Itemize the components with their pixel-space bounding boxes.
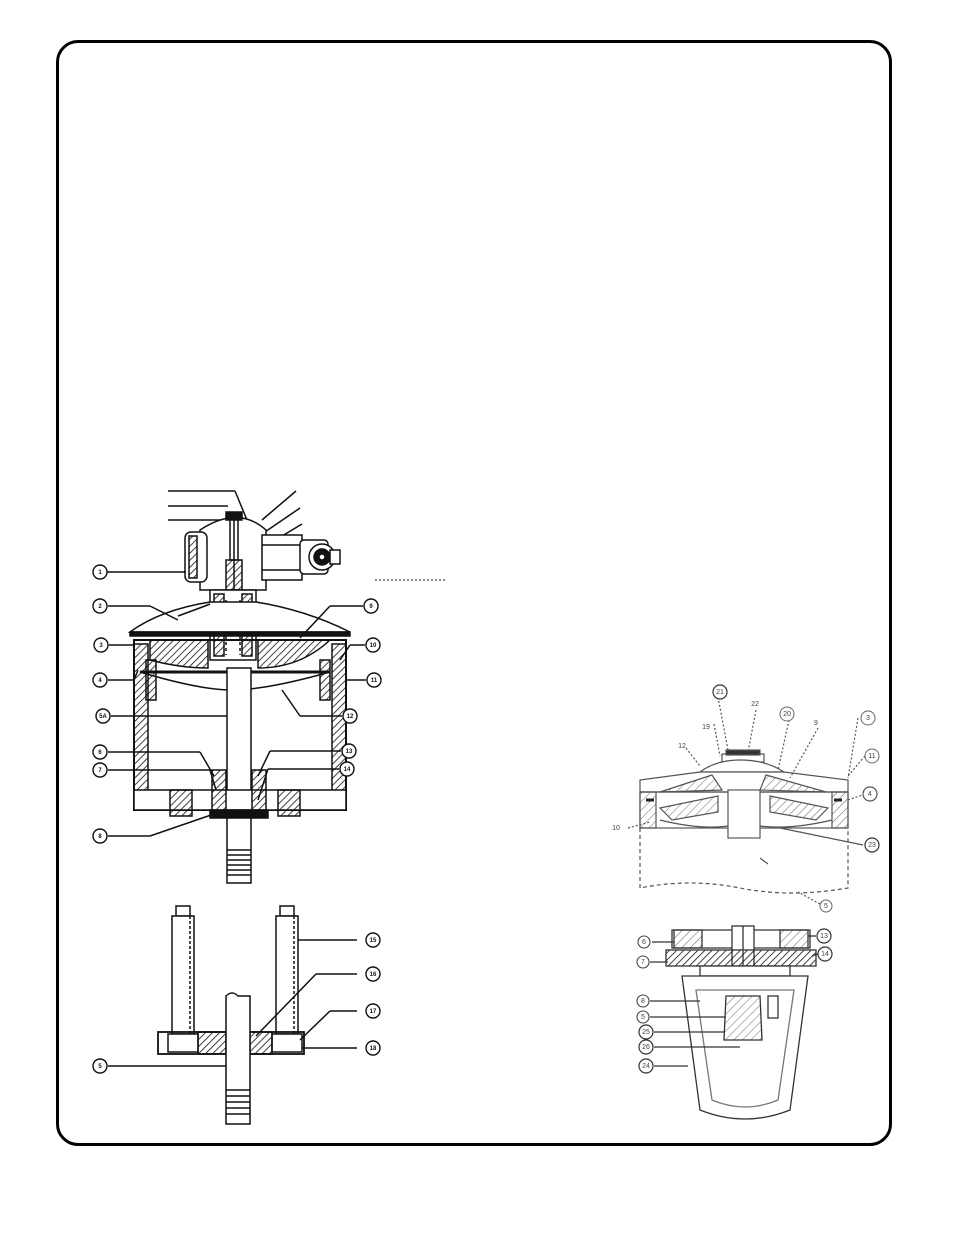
callout-18: 18 bbox=[366, 1041, 380, 1055]
callout-16: 16 bbox=[366, 967, 380, 981]
callout-5-right-label: 5 bbox=[824, 903, 828, 910]
callout-23: 23 bbox=[865, 838, 879, 852]
callout-7: 7 bbox=[93, 763, 107, 777]
callout-3-right-label: 3 bbox=[866, 715, 870, 722]
diaphragm-head-drawing bbox=[628, 697, 865, 904]
callout-5-lower: 5 bbox=[93, 1059, 107, 1073]
callout-6: 6 bbox=[93, 745, 107, 759]
callout-5a-label: 5A bbox=[99, 714, 107, 720]
callout-10-right-label: 10 bbox=[612, 825, 620, 832]
callout-13-right: 13 bbox=[817, 929, 831, 943]
callout-6-right-label: 6 bbox=[642, 939, 646, 946]
callout-22-label: 22 bbox=[751, 701, 759, 708]
callout-13-label: 13 bbox=[346, 749, 353, 755]
callout-10-right: 10 bbox=[612, 825, 620, 832]
callout-5-right-lower-label: 5 bbox=[641, 1014, 645, 1021]
callout-9: 9 bbox=[364, 599, 378, 613]
yoke-mounting-drawing bbox=[108, 906, 357, 1124]
callout-10-label: 10 bbox=[370, 643, 377, 649]
callout-11: 11 bbox=[367, 673, 381, 687]
callout-26: 26 bbox=[639, 1040, 653, 1054]
callout-21: 21 bbox=[713, 685, 727, 699]
callout-18-label: 18 bbox=[370, 1046, 377, 1052]
callout-14-right: 14 bbox=[818, 947, 832, 961]
callout-5a: 5A bbox=[96, 709, 110, 723]
actuator-section-drawing bbox=[107, 491, 445, 883]
callout-12: 12 bbox=[343, 709, 357, 723]
callout-17: 17 bbox=[366, 1004, 380, 1018]
callout-4-right-label: 4 bbox=[868, 791, 872, 798]
callout-22: 22 bbox=[751, 701, 759, 708]
callout-8-right-label: 8 bbox=[641, 998, 645, 1005]
callout-8: 8 bbox=[93, 829, 107, 843]
callout-9-right: 9 bbox=[814, 720, 818, 727]
callout-21-label: 21 bbox=[716, 689, 724, 696]
callout-11-label: 11 bbox=[371, 678, 378, 684]
callout-24: 24 bbox=[639, 1059, 653, 1073]
callout-10: 10 bbox=[366, 638, 380, 652]
callout-4-right: 4 bbox=[863, 787, 877, 801]
callout-19-label: 19 bbox=[702, 724, 710, 731]
callout-5-right: 5 bbox=[820, 900, 832, 912]
callout-15: 15 bbox=[366, 933, 380, 947]
callout-13-right-label: 13 bbox=[820, 933, 828, 940]
callout-4: 4 bbox=[93, 673, 107, 687]
callout-12-right: 12 bbox=[678, 743, 686, 750]
callout-20: 20 bbox=[780, 707, 794, 721]
callout-25: 25 bbox=[639, 1025, 653, 1039]
callout-24-label: 24 bbox=[642, 1063, 650, 1070]
callout-17-label: 17 bbox=[370, 1009, 377, 1015]
callout-11-right: 11 bbox=[865, 749, 879, 763]
callout-23-label: 23 bbox=[868, 842, 876, 849]
callout-3-right: 3 bbox=[861, 711, 875, 725]
callout-11-right-label: 11 bbox=[868, 753, 875, 760]
callout-25-label: 25 bbox=[642, 1029, 650, 1036]
callout-1: 1 bbox=[93, 565, 107, 579]
callout-9-right-label: 9 bbox=[814, 720, 818, 727]
callout-20-label: 20 bbox=[783, 711, 791, 718]
callout-14: 14 bbox=[340, 762, 354, 776]
callout-16-label: 16 bbox=[370, 972, 377, 978]
callout-3: 3 bbox=[94, 638, 108, 652]
callout-15-label: 15 bbox=[370, 938, 377, 944]
bottom-housing-drawing bbox=[650, 926, 818, 1119]
callout-6-right: 6 bbox=[638, 936, 650, 948]
callout-12-right-label: 12 bbox=[678, 743, 686, 750]
callout-19: 19 bbox=[702, 724, 710, 731]
callout-13: 13 bbox=[342, 744, 356, 758]
callout-14-label: 14 bbox=[344, 767, 351, 773]
callout-14-right-label: 14 bbox=[821, 951, 829, 958]
callout-26-label: 26 bbox=[642, 1044, 650, 1051]
callout-2: 2 bbox=[93, 599, 107, 613]
callout-7-right: 7 bbox=[637, 956, 649, 968]
callout-7-right-label: 7 bbox=[641, 959, 645, 966]
callout-12-label: 12 bbox=[347, 714, 354, 720]
callout-5-right-lower: 5 bbox=[637, 1011, 649, 1023]
callout-8-right: 8 bbox=[637, 995, 649, 1007]
